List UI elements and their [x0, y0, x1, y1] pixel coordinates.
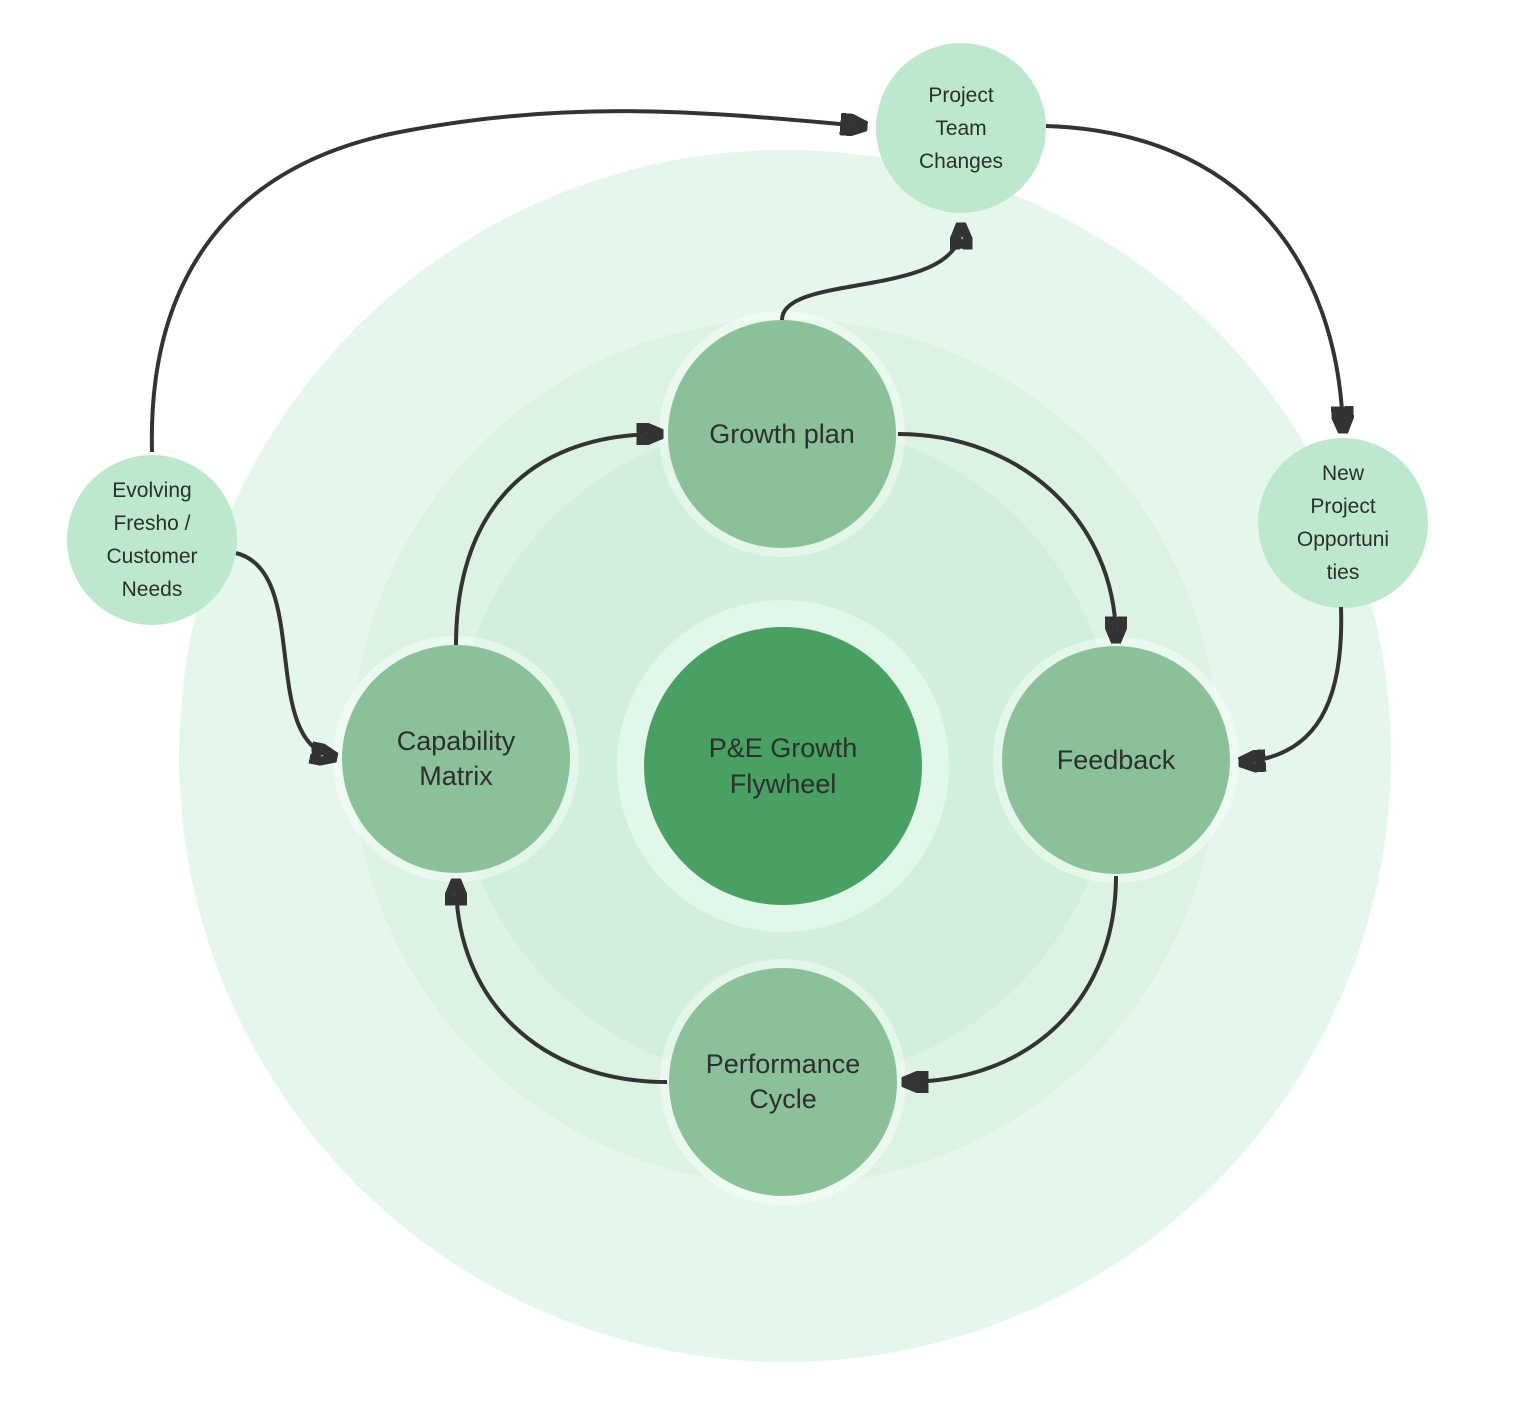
node-evolving-fresho-customer-needs[interactable]: Evolving Fresho / Customer Needs [67, 455, 237, 625]
node-new-project-opportunities[interactable]: New Project Opportuni ties [1258, 438, 1428, 608]
node-project-team-changes[interactable]: Project Team Changes [876, 43, 1046, 213]
node-capability-matrix-label: Capability Matrix [396, 726, 516, 791]
node-growth-plan-label: Growth plan [709, 418, 855, 449]
node-performance-cycle[interactable]: Performance Cycle [669, 968, 897, 1196]
node-growth-plan[interactable]: Growth plan [668, 320, 896, 548]
node-pe-growth-flywheel-label: P&E Growth Flywheel [708, 733, 858, 799]
node-pe-growth-flywheel[interactable]: P&E Growth Flywheel [644, 627, 922, 905]
node-feedback[interactable]: Feedback [1002, 646, 1230, 874]
node-evolving-fresho-customer-needs-label: Evolving Fresho / Customer Needs [106, 479, 198, 601]
node-performance-cycle-label: Performance Cycle [705, 1049, 861, 1114]
node-feedback-label: Feedback [1056, 744, 1176, 775]
node-new-project-opportunities-label: New Project Opportuni ties [1296, 462, 1390, 584]
node-capability-matrix[interactable]: Capability Matrix [342, 645, 570, 873]
node-project-team-changes-label: Project Team Changes [918, 83, 1004, 173]
